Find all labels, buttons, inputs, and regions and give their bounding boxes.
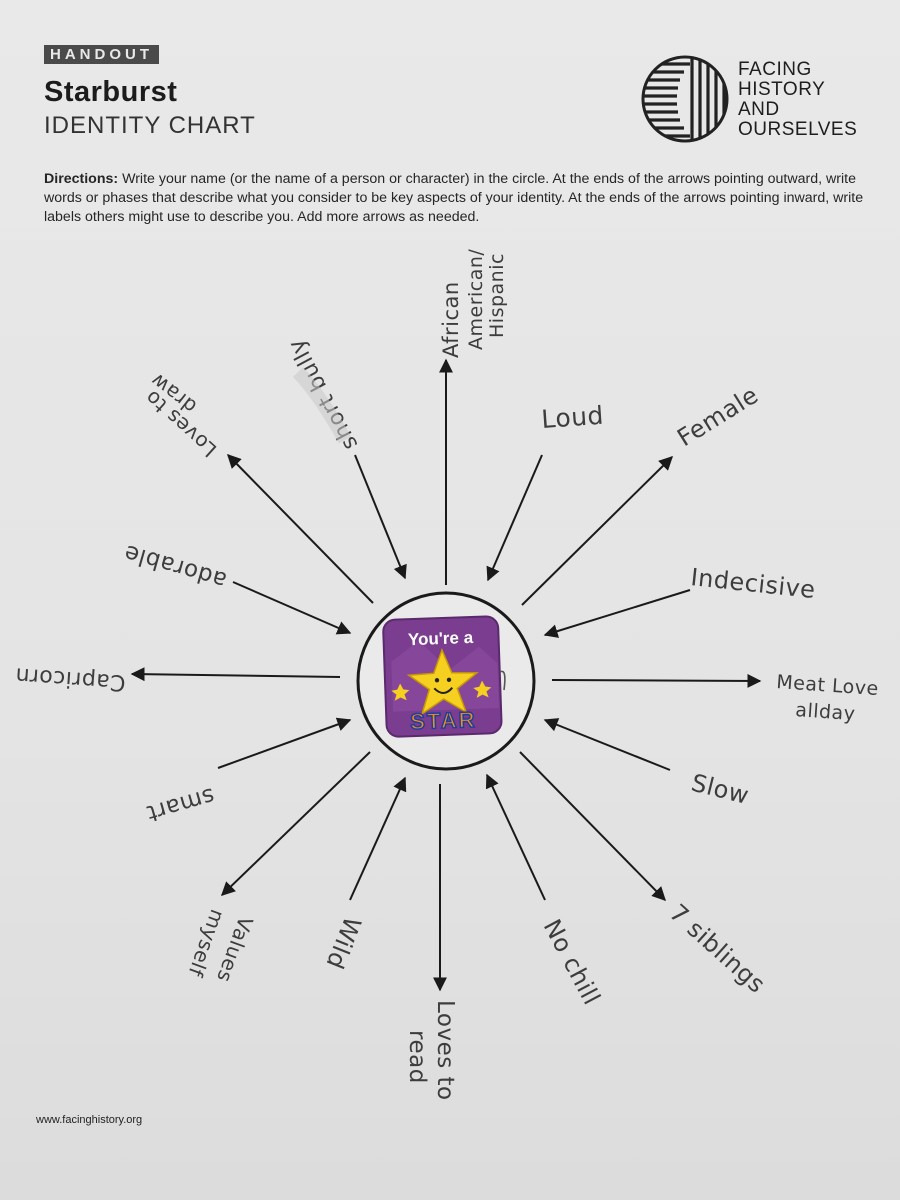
logo-wordmark: FACING HISTORY AND OURSELVES [738,60,857,140]
arrow-inward-smart [217,717,352,769]
label-indecisive: Indecisive [689,563,817,604]
label-hispanic: Hispanic [486,253,508,338]
directions-text: Directions: Write your name (or the name… [44,170,880,227]
page-subtitle: IDENTITY CHART [44,112,256,139]
footer-url: www.facinghistory.org [36,1114,143,1126]
logo-line: HISTORY [738,79,826,100]
label-adorable: adorable [121,539,230,593]
star-sticker: You're a STAR [382,615,503,738]
directions-label: Directions: [44,171,119,187]
label-loves-to: Loves to [432,1000,458,1101]
arrow-inward-indecisive [543,589,691,638]
label-female: Female [672,381,763,452]
directions-body: Write your name (or the name of a person… [44,171,864,225]
eraser-smudge [292,367,352,444]
logo-line: FACING [738,59,812,80]
arrow-inward-loud [486,454,543,582]
arrow-inward-wild [349,776,407,901]
logo-line: OURSELVES [738,119,858,140]
sticker-line1: You're a [408,628,474,649]
label-american: American/ [465,249,487,350]
arrow-inward-no-chill [485,773,546,901]
label-meat-love: Meat Love [776,671,880,700]
page-title: Starburst [44,76,178,108]
arrow-inward-short-bully [354,454,407,580]
label-capricorn: Capricorn [14,662,126,695]
arrow-outward-loves-to-draw [227,453,374,604]
arrow-outward-siblings [519,751,666,902]
arrow-inward-adorable [232,581,352,635]
label-slow: Slow [689,769,752,810]
logo-line: AND [738,99,780,120]
label-smart: smart [144,782,218,826]
label-wild: Wild [320,913,366,973]
sticker-line2: STAR [410,707,477,734]
label-siblings: 7 siblings [664,899,771,999]
arrow-outward-values [220,751,371,896]
arrow-inward-slow [543,718,671,771]
arrow-outward-left [130,667,341,682]
label-allday: allday [795,699,857,725]
striped-globe-icon [641,55,729,143]
label-african: African [439,281,463,358]
pencil-mark [499,670,506,691]
label-read: read [404,1030,430,1084]
smiling-star-icon [406,647,479,716]
arrow-outward-right [551,673,762,688]
arrow-outward-female [521,456,673,606]
handout-tag: HANDOUT [44,45,159,64]
label-loud: Loud [540,401,604,434]
label-no-chill: No chill [538,915,606,1010]
